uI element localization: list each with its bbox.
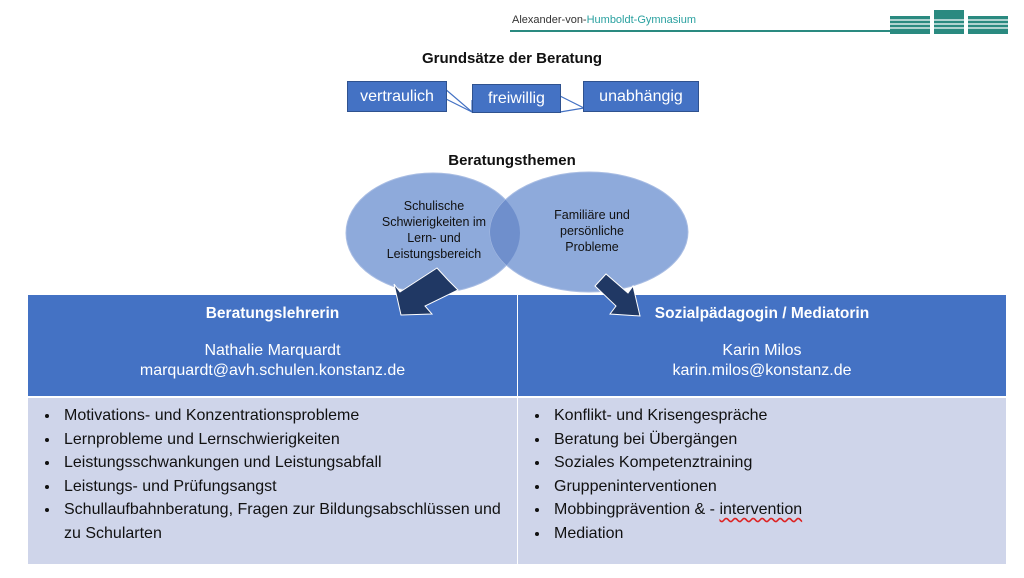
contact-name: Nathalie Marquardt [204,342,341,359]
header-line [510,30,890,32]
list-item: Motivations- und Konzentrationsprobleme [60,404,517,428]
column-sozialpaedagogin-body: Konflikt- und Krisengespräche Beratung b… [518,398,1006,564]
principle-vertraulich: vertraulich [347,81,447,112]
list-item: Beratung bei Übergängen [550,428,1006,452]
venn-left-text: Schulische Schwierigkeiten im Lern- und … [381,199,487,261]
school-name: Alexander-von-Humboldt-Gymnasium [512,14,696,26]
school-prefix: Alexander-von- [512,14,587,26]
principle-unabhaengig: unabhängig [583,81,699,112]
list-item-part: Mobbingprävention & - [554,501,720,518]
list-item-part-underlined: intervention [719,501,803,518]
list-item: Schullaufbahnberatung, Fragen zur Bildun… [60,498,517,545]
list-item: Mobbingprävention & - intervention [550,498,1006,522]
contact-name: Karin Milos [722,342,802,359]
column-beratungslehrerin-header: Beratungslehrerin Nathalie Marquardt mar… [28,295,517,396]
arrows-layer [393,267,641,317]
topic-list: Motivations- und Konzentrationsprobleme … [38,404,517,545]
column-sozialpaedagogin-header: Sozialpädagogin / Mediatorin Karin Milos… [518,295,1006,396]
topic-list: Konflikt- und Krisengespräche Beratung b… [528,404,1006,545]
contact-email[interactable]: karin.milos@konstanz.de [672,362,852,379]
column-beratungslehrerin-body: Motivations- und Konzentrationsprobleme … [28,398,517,564]
arrow-left-icon [393,267,459,316]
school-logo-icon [890,10,1008,34]
list-item: Mediation [550,522,1006,546]
list-item: Leistungsschwankungen und Leistungsabfal… [60,451,517,475]
column-heading: Beratungslehrerin [205,305,340,322]
list-item: Soziales Kompetenztraining [550,451,1006,475]
grundsaetze-title: Grundsätze der Beratung [421,50,603,67]
themen-title: Beratungsthemen [448,152,576,169]
list-item: Konflikt- und Krisengespräche [550,404,1006,428]
list-item: Gruppeninterventionen [550,475,1006,499]
venn-diagram [345,171,689,294]
arrow-right-icon [594,273,641,317]
contact-email[interactable]: marquardt@avh.schulen.konstanz.de [139,362,406,379]
column-heading: Sozialpädagogin / Mediatorin [654,305,870,322]
school-highlight: Humboldt-Gymnasium [586,14,697,26]
list-item: Lernprobleme und Lernschwierigkeiten [60,428,517,452]
venn-right-text: Familiäre und persönliche Probleme [554,208,630,254]
principle-freiwillig: freiwillig [472,84,561,113]
list-item: Leistungs- und Prüfungsangst [60,475,517,499]
